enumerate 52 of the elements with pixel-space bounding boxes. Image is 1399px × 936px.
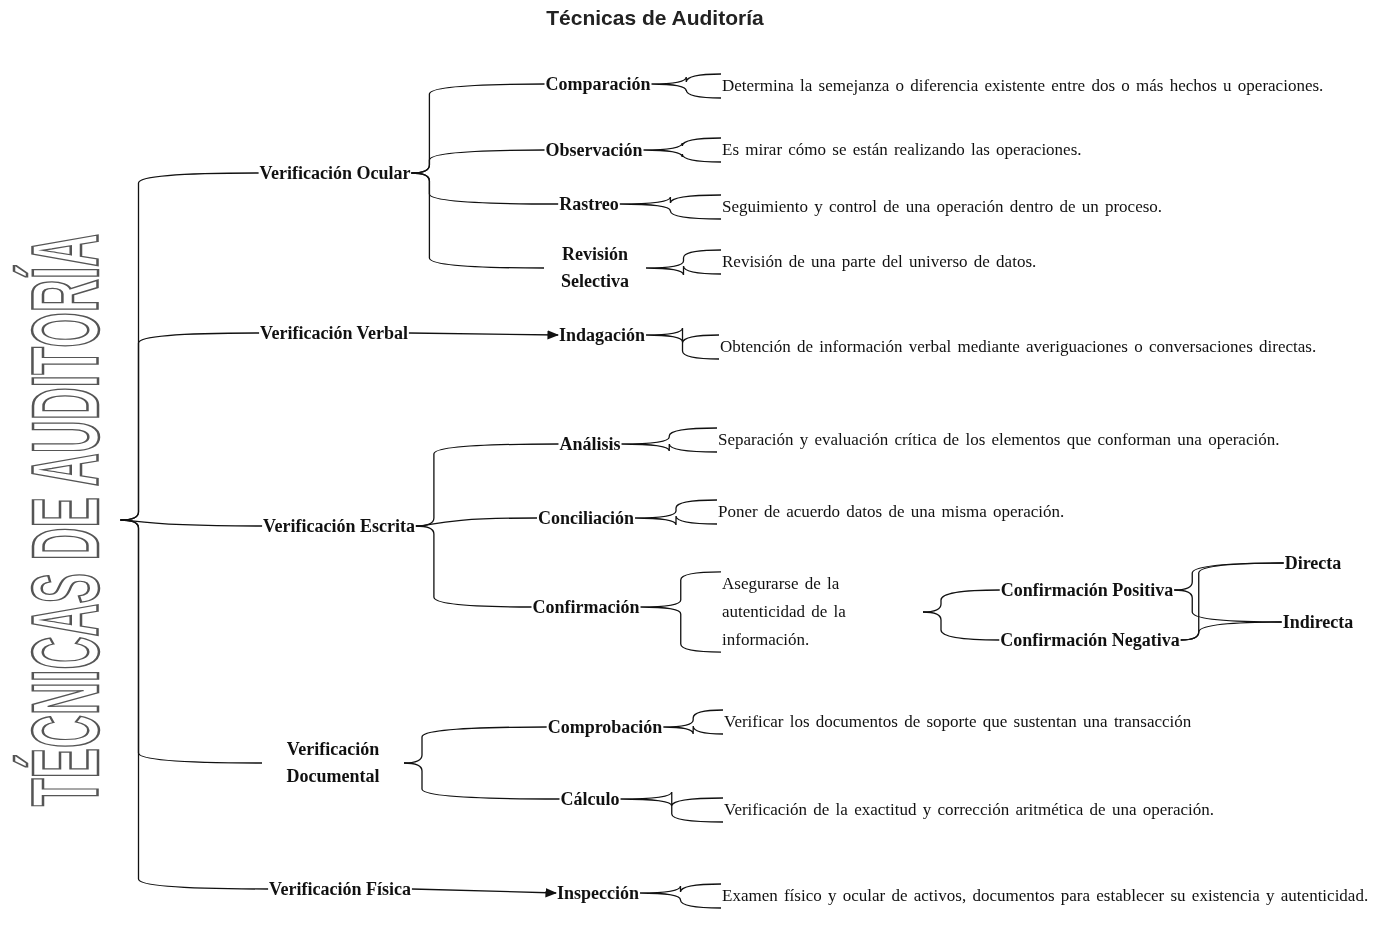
description-text: Determina la semejanza o diferencia existente entre dos o más hechos u operaciones. [722,72,1324,100]
brace-connector [619,791,724,823]
technique-label: Rastreo [559,190,619,218]
brace-connector [639,883,722,909]
category-label: Verificación Física [269,875,411,903]
brace-connector [922,611,1000,641]
brace-connector [634,499,718,526]
description-text: Separación y evaluación crítica de los elementos que conforman una operación. [718,426,1280,454]
brace-connector [662,709,724,735]
brace-connector [415,525,533,608]
subtype-label: Confirmación Negativa [1000,626,1180,654]
vertical-title: TÉCNICAS DE AUDITORÍA [10,233,119,807]
technique-label: Inspección [557,879,639,907]
description-text: Revisión de una parte del universo de datos. [722,248,1037,276]
subtype-label: Confirmación Positiva [1000,576,1174,604]
subtype-label: Indirecta [1282,608,1354,636]
description-text: Asegurarse de la autenticidad de la información. [722,569,922,655]
technique-label: Comparación [545,70,651,98]
description-text: Examen físico y ocular de activos, documentos para establecer su existencia y autenticidad. [722,882,1369,910]
technique-label: Indagación [559,321,645,349]
technique-label: Comprobación [547,713,663,741]
arrow [411,888,558,898]
description-text: Poner de acuerdo datos de una misma operación. [718,498,1065,526]
brace-connector [650,73,722,99]
brace-connector [619,194,722,220]
brace-connector [645,327,720,360]
description-text: Seguimiento y control de una operación dentro de un proceso. [722,193,1163,221]
technique-label: Análisis [559,430,621,458]
description-text: Verificar los documentos de soporte que sustentan una transacción [724,708,1192,736]
brace-connector [639,571,722,653]
technique-label: Observación [545,136,643,164]
brace-connector [642,137,722,163]
subtype-label: Directa [1284,549,1342,577]
category-label: Verificación Verbal [260,319,408,347]
brace-connector [645,249,722,276]
description-text: Obtención de información verbal mediante averiguaciones o conversaciones directas. [720,333,1317,361]
category-label: Verificación Documental [263,736,403,790]
category-label: Verificación Escrita [263,512,415,540]
description-text: Es mirar cómo se están realizando las operaciones. [722,136,1082,164]
brace-connector [403,762,561,800]
technique-label: Confirmación [532,593,640,621]
technique-label: Conciliación [538,504,634,532]
technique-label: Revisión Selectiva [545,241,645,295]
technique-label: Cálculo [560,785,620,813]
diagram-title: Técnicas de Auditoría [546,6,764,30]
description-text: Verificación de la exactitud y corrección aritmética de una operación. [724,796,1214,824]
brace-connector [119,519,269,890]
category-label: Verificación Ocular [259,159,411,187]
arrow [408,330,560,340]
brace-connector [1180,621,1283,641]
brace-connector [410,172,545,269]
brace-connector [620,427,718,453]
